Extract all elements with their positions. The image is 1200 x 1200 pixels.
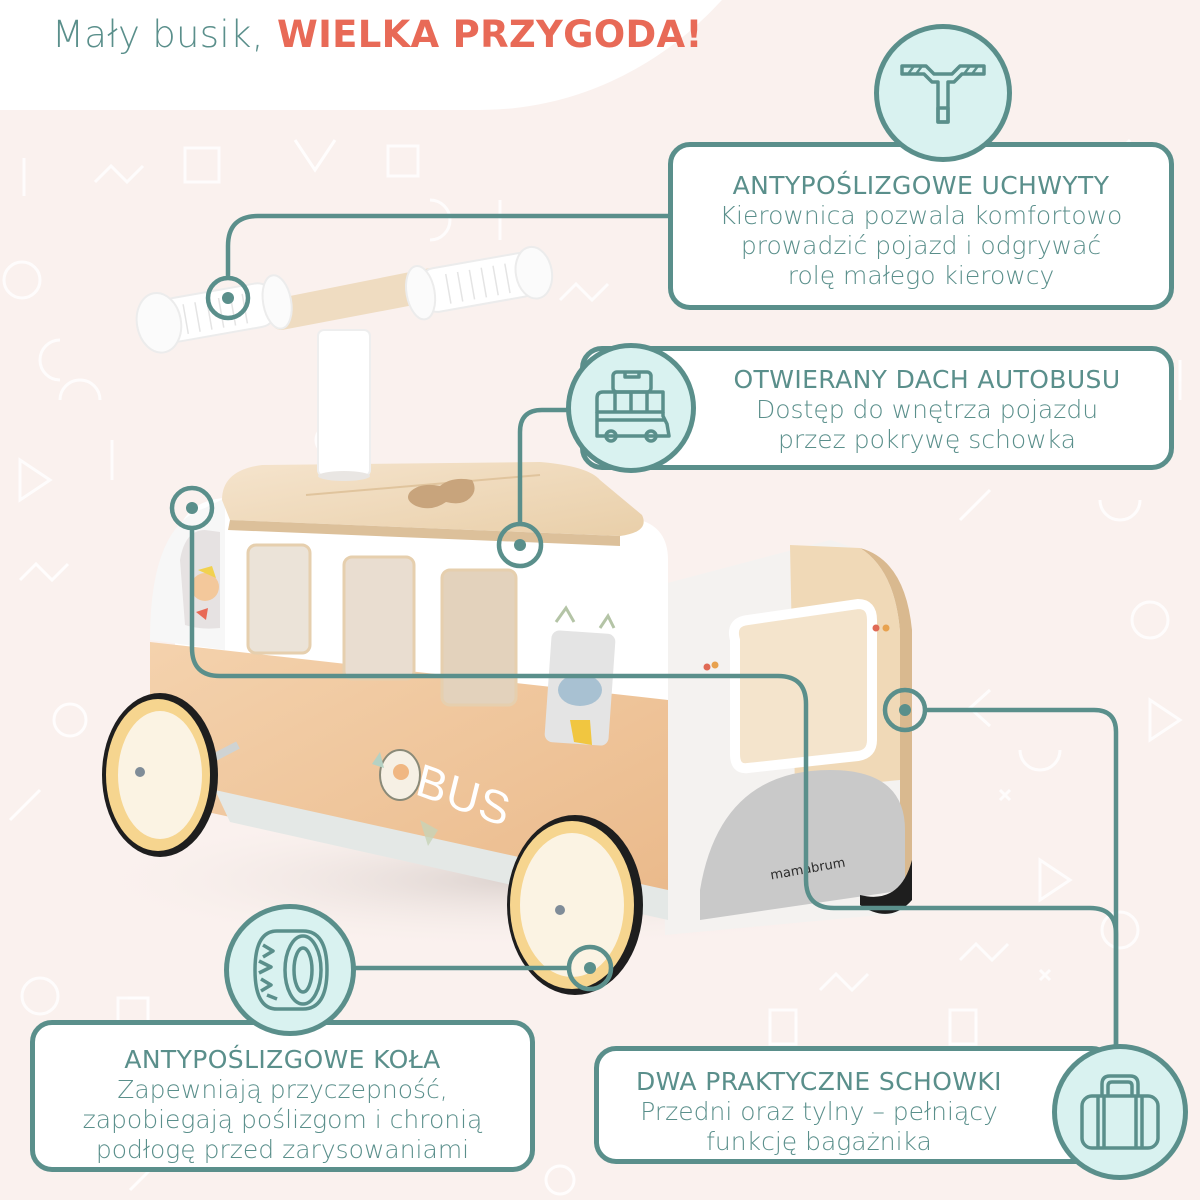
callout-wheels-line: zapobiegają poślizgom i chronią — [82, 1105, 483, 1134]
callout-grips-line: prowadzić pojazd i odgrywać — [740, 231, 1102, 260]
headline-normal: Mały busik, — [52, 13, 264, 56]
callout-wheels-line: Zapewniają przyczepność, — [117, 1075, 448, 1104]
callout-storage-title: DWA PRAKTYCZNE SCHOWKI — [636, 1067, 1002, 1096]
callout-grips-title: ANTYPOŚLIZGOWE UCHWYTY — [732, 171, 1110, 200]
callout-grips: ANTYPOŚLIZGOWE UCHWYTY Kierownica pozwal… — [668, 142, 1174, 310]
headline-strong: WIELKA PRZYGODA! — [276, 13, 703, 56]
bus-luggage-icon — [595, 370, 671, 443]
callout-wheels-line: podłogę przed zarysowaniami — [95, 1135, 470, 1164]
headline: Mały busik, WIELKA PRZYGODA! — [52, 10, 703, 60]
callout-wheels: ANTYPOŚLIZGOWE KOŁA Zapewniają przyczepn… — [30, 1020, 535, 1172]
bag-icon — [1080, 1074, 1160, 1150]
callout-storage-line: Przedni oraz tylny – pełniący — [640, 1097, 998, 1126]
tire-icon-badge — [224, 904, 356, 1036]
callout-roof-title: OTWIERANY DACH AUTOBUSU — [733, 365, 1121, 394]
handlebar-icon — [900, 64, 986, 124]
callout-wheels-title: ANTYPOŚLIZGOWE KOŁA — [124, 1045, 441, 1074]
callout-roof-line: Dostęp do wnętrza pojazdu — [755, 395, 1099, 424]
callout-grips-line: Kierownica pozwala komfortowo — [719, 201, 1123, 230]
callout-grips-line: rolę małego kierowcy — [787, 261, 1055, 290]
callout-storage-line: funkcję bagażnika — [706, 1127, 932, 1156]
bag-icon-badge — [1052, 1044, 1188, 1180]
tire-icon — [253, 929, 329, 1011]
callout-roof-line: przez pokrywę schowka — [778, 425, 1076, 454]
handlebar-icon-badge — [874, 24, 1012, 162]
front-wheel — [102, 693, 218, 857]
callout-storage: DWA PRAKTYCZNE SCHOWKI Przedni oraz tyln… — [594, 1046, 1114, 1164]
bus-luggage-icon-badge — [566, 343, 696, 473]
rear-wheel — [507, 815, 643, 995]
